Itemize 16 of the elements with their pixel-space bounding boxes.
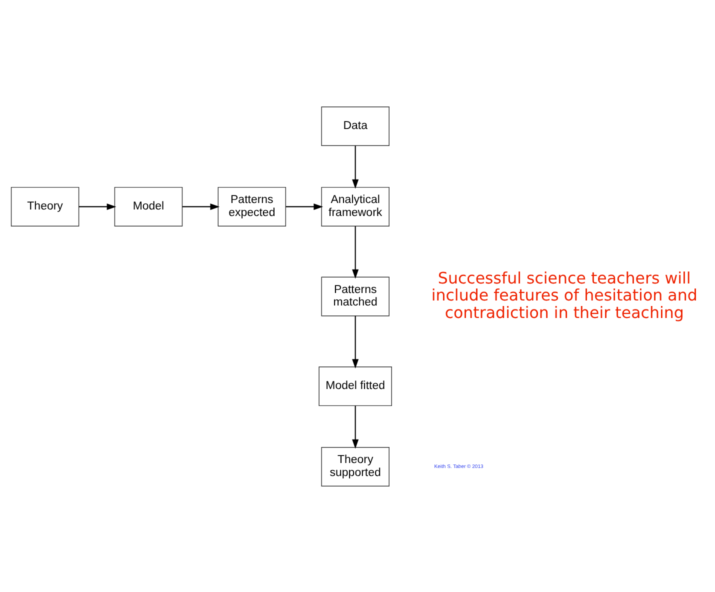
node-box: Patterns matched (321, 276, 390, 316)
node-box: Theory supported (321, 446, 390, 486)
node-box: Model fitted (318, 366, 392, 406)
arrow (286, 202, 324, 210)
node-box: Model (114, 186, 183, 226)
arrow (182, 202, 220, 210)
arrow (352, 226, 359, 278)
arrow (352, 405, 359, 448)
node-box: Analytical framework (321, 186, 390, 226)
node-box: Theory (10, 186, 80, 226)
label: Successful science teachers will include features of hesitation and contradiction in their teaching (431, 268, 698, 322)
node-box: Data (321, 106, 390, 146)
arrow (352, 145, 359, 188)
node-box: Patterns expected (218, 186, 286, 226)
arrow (352, 315, 359, 368)
arrow (78, 202, 116, 210)
